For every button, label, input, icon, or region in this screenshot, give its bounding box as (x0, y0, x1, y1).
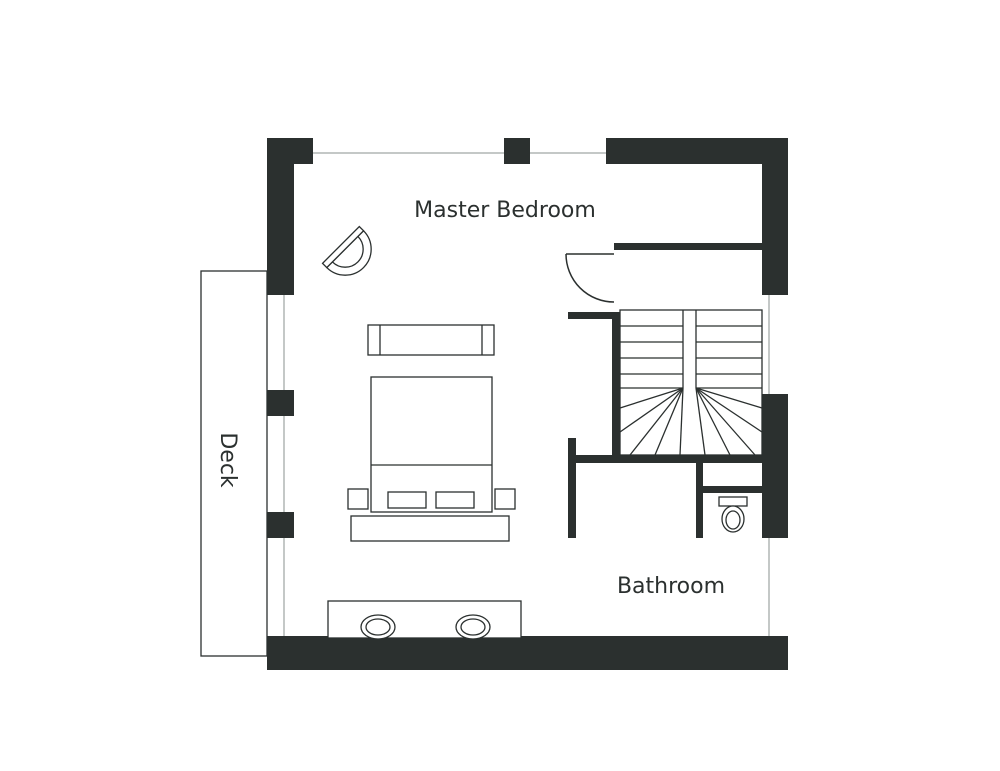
wall-left-upper (267, 138, 294, 295)
wall-bathroom-top (568, 455, 764, 463)
interior-walls (568, 243, 764, 538)
nightstand-right (494, 488, 516, 510)
toilet-tank (718, 496, 748, 507)
wall-right-middle (762, 394, 788, 538)
wall-left-pillar-1 (267, 390, 294, 416)
wall-wc-top (703, 486, 764, 493)
stair-winders (619, 387, 763, 456)
deck (200, 270, 268, 657)
nightstand-left (347, 488, 369, 510)
armchair-back (321, 225, 365, 269)
bench (367, 324, 495, 356)
toilet (718, 496, 748, 533)
bench-body (367, 324, 495, 356)
wall-wc-left (696, 463, 703, 538)
label-deck: Deck (215, 432, 240, 488)
pillow-right (435, 491, 475, 509)
wall-interior-top (614, 243, 764, 250)
vanity-counter (327, 600, 522, 639)
sink-right-basin (460, 618, 486, 636)
wall-bottom (267, 636, 788, 670)
label-master-bedroom: Master Bedroom (414, 198, 596, 223)
stair-treads-left (620, 325, 683, 389)
wall-top-pillar (504, 138, 530, 164)
door-swing-arc (565, 253, 615, 303)
wall-top-right (606, 138, 788, 164)
windows (283, 152, 770, 636)
staircase (619, 309, 763, 456)
armchair-inner (331, 235, 364, 268)
wall-right-upper (762, 138, 788, 295)
wall-stair-ledge (568, 312, 620, 319)
deck-outline (200, 270, 268, 657)
door (565, 253, 615, 303)
exterior-walls (267, 138, 788, 670)
wall-stair-left (612, 312, 620, 458)
headboard (350, 515, 510, 542)
toilet-seat (725, 510, 741, 530)
vanity (327, 600, 522, 640)
wall-left-pillar-2 (267, 512, 294, 538)
sink-left-basin (365, 618, 391, 636)
stair-outline (619, 309, 763, 456)
wall-bathroom-left (568, 438, 576, 538)
bed-frame (370, 376, 493, 513)
stair-treads-right (696, 325, 762, 389)
bed (347, 376, 516, 542)
label-bathroom: Bathroom (617, 574, 725, 599)
armchair (321, 225, 372, 276)
pillow-left (387, 491, 427, 509)
